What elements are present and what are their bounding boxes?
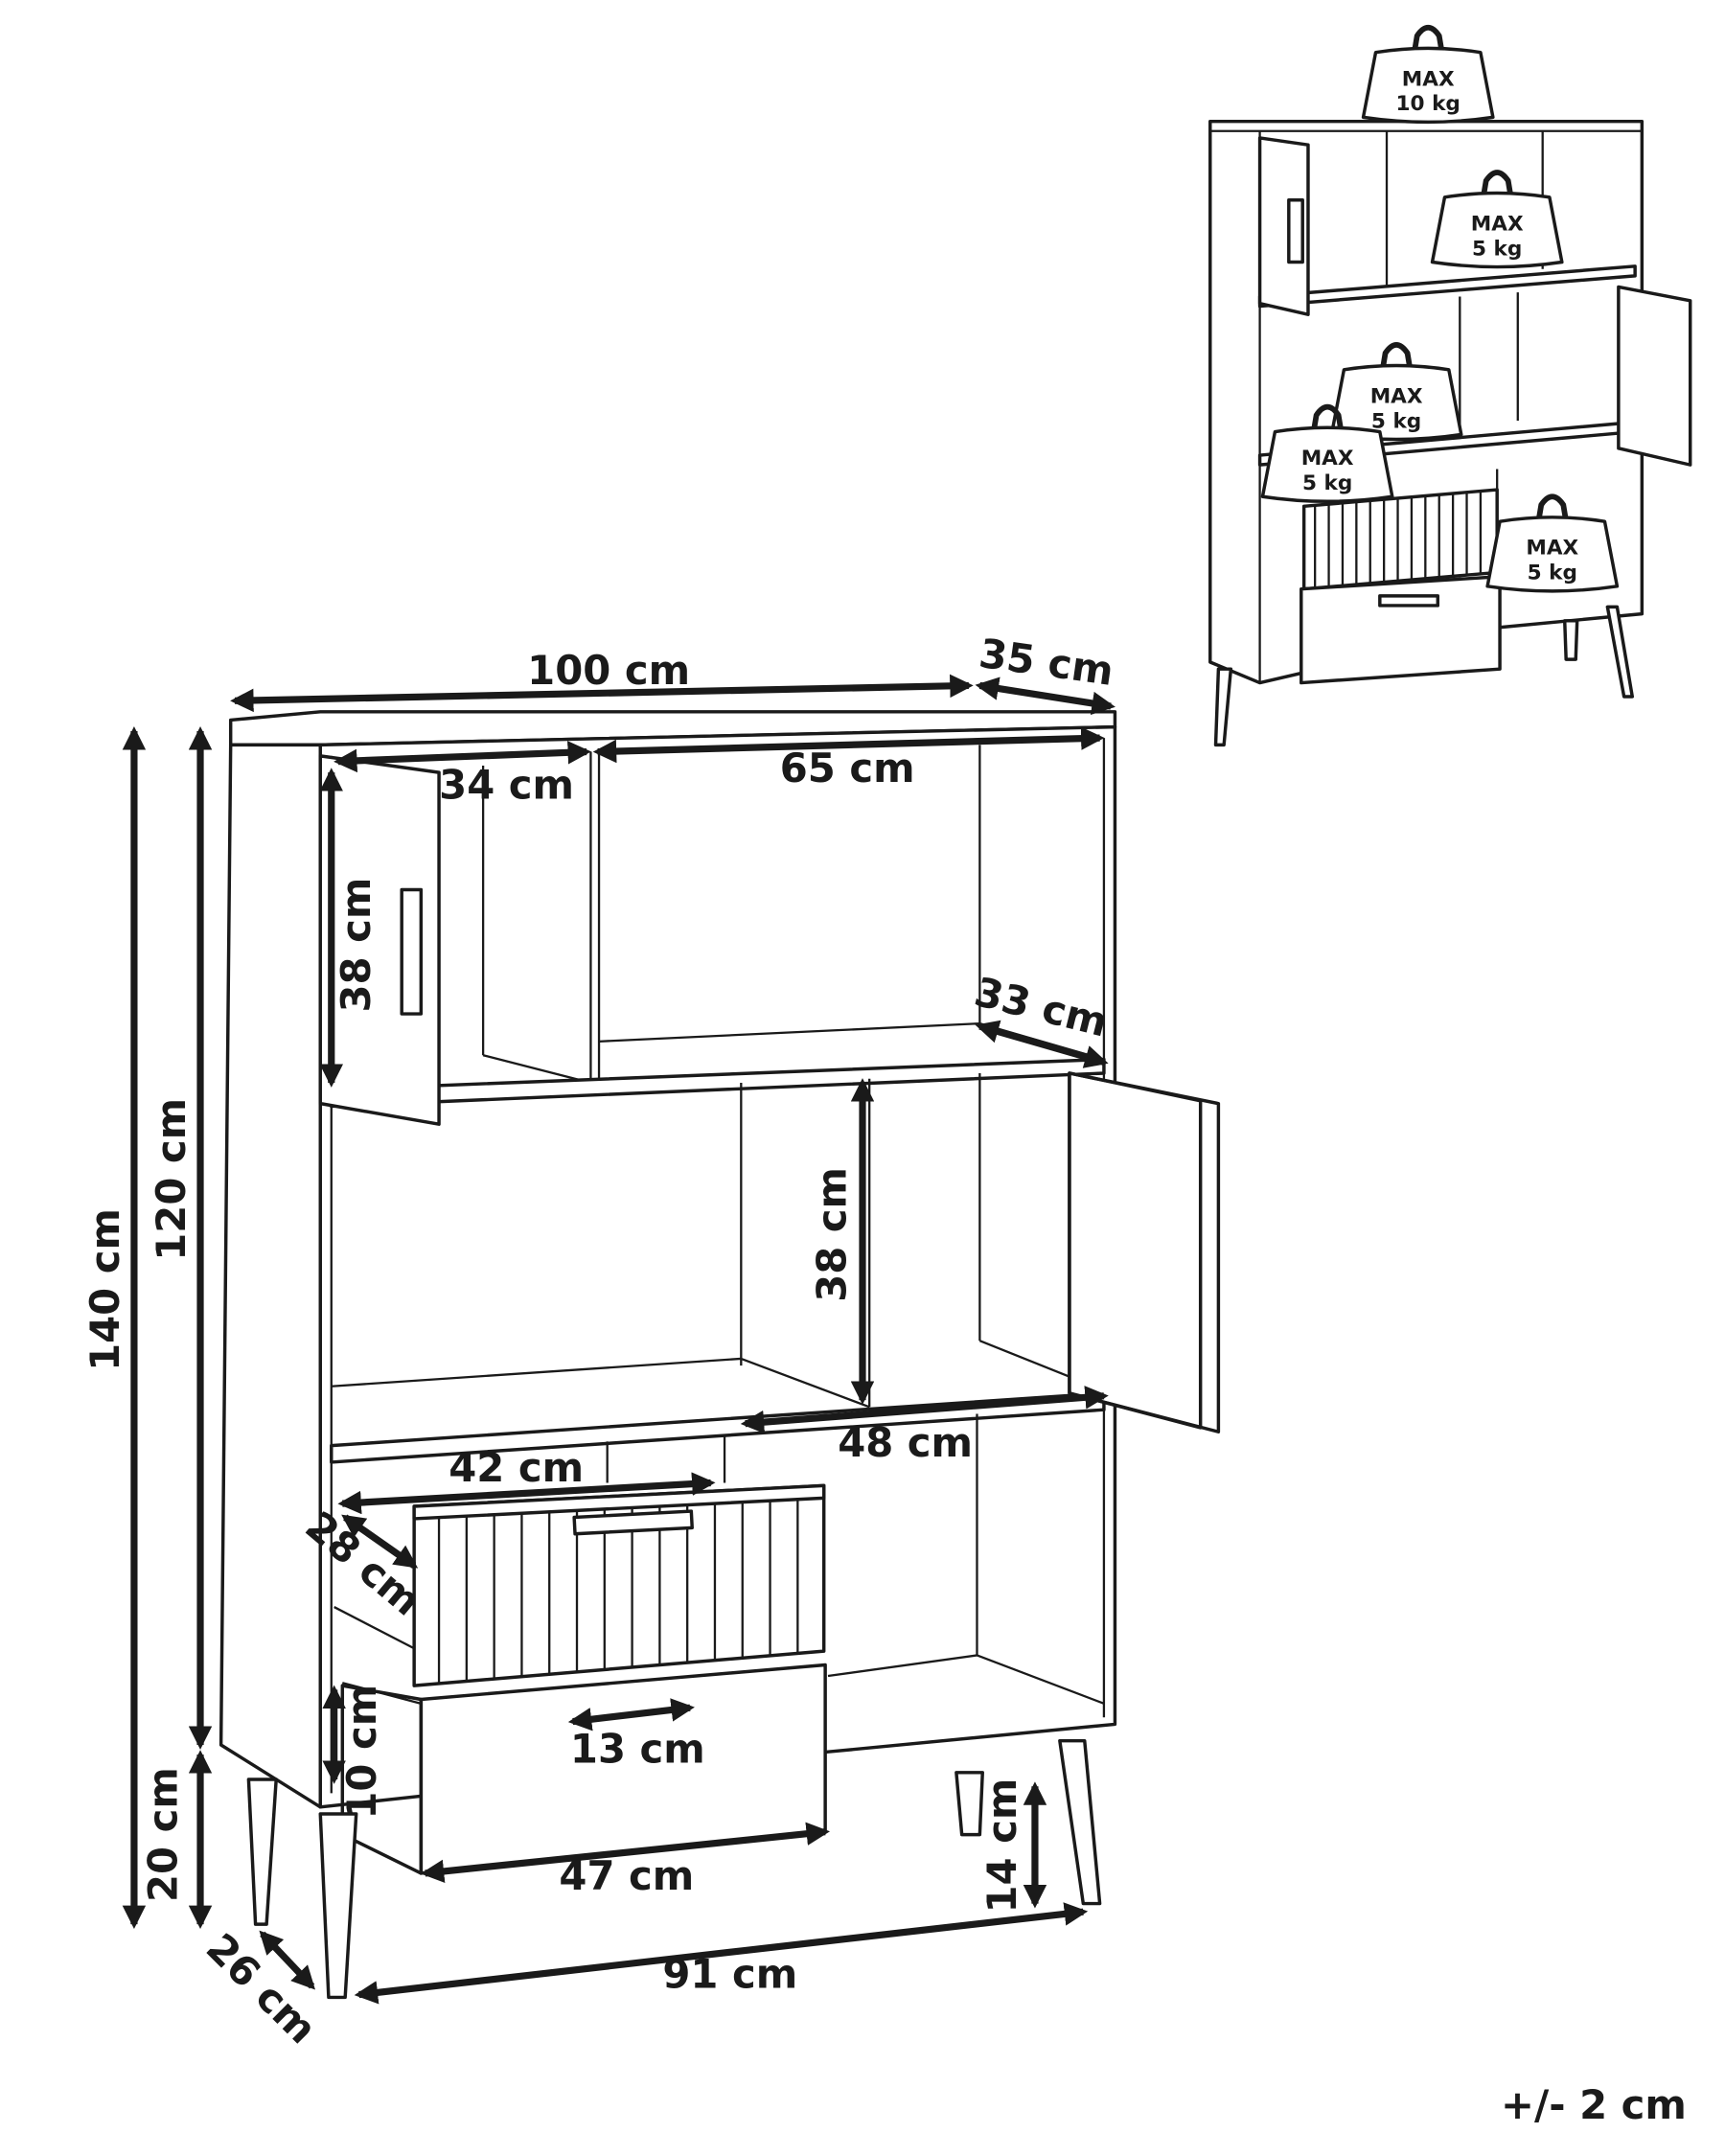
weight-max-label: MAX (1370, 384, 1423, 408)
label-lower-compartment-width: 48 cm (838, 1419, 973, 1466)
cabinet-drawing (218, 710, 1221, 2000)
label-total-height: 140 cm (81, 1208, 128, 1371)
label-leg-span-width: 91 cm (662, 1950, 797, 1997)
weight-value-label: 5 kg (1371, 409, 1421, 433)
dimension-labels: 100 cm 35 cm 34 cm 65 cm 38 cm 33 cm 38 … (81, 630, 1687, 2128)
weight-value-label: 10 kg (1396, 92, 1460, 116)
label-drawer-height: 10 cm (338, 1685, 385, 1820)
weight-value-label: 5 kg (1302, 471, 1352, 495)
label-middle-compartment-height: 38 cm (809, 1167, 856, 1302)
label-top-compartment-width: 65 cm (780, 745, 915, 791)
label-top-compartment-height: 38 cm (333, 878, 380, 1013)
label-handle-width: 13 cm (570, 1726, 705, 1773)
weight-value-label: 5 kg (1528, 562, 1577, 585)
dimension-arrows (122, 674, 1116, 2005)
label-drawer-inner-width: 42 cm (448, 1444, 584, 1491)
label-tolerance: +/- 2 cm (1501, 2081, 1687, 2128)
label-total-width: 100 cm (527, 647, 690, 694)
label-left-compartment-width: 34 cm (439, 761, 574, 808)
weight-max-label: MAX (1301, 447, 1354, 470)
weight-max-label: MAX (1402, 67, 1455, 91)
weight-max-label: MAX (1471, 212, 1524, 236)
label-drawer-front-width: 47 cm (559, 1852, 694, 1899)
weight-value-label: 5 kg (1472, 237, 1522, 261)
weight-max-label: MAX (1526, 537, 1578, 561)
label-leg-span-depth: 26 cm (197, 1924, 326, 2053)
label-body-height: 120 cm (148, 1098, 195, 1261)
label-base-height: 20 cm (140, 1767, 187, 1902)
label-leg-height: 14 cm (978, 1778, 1025, 1914)
